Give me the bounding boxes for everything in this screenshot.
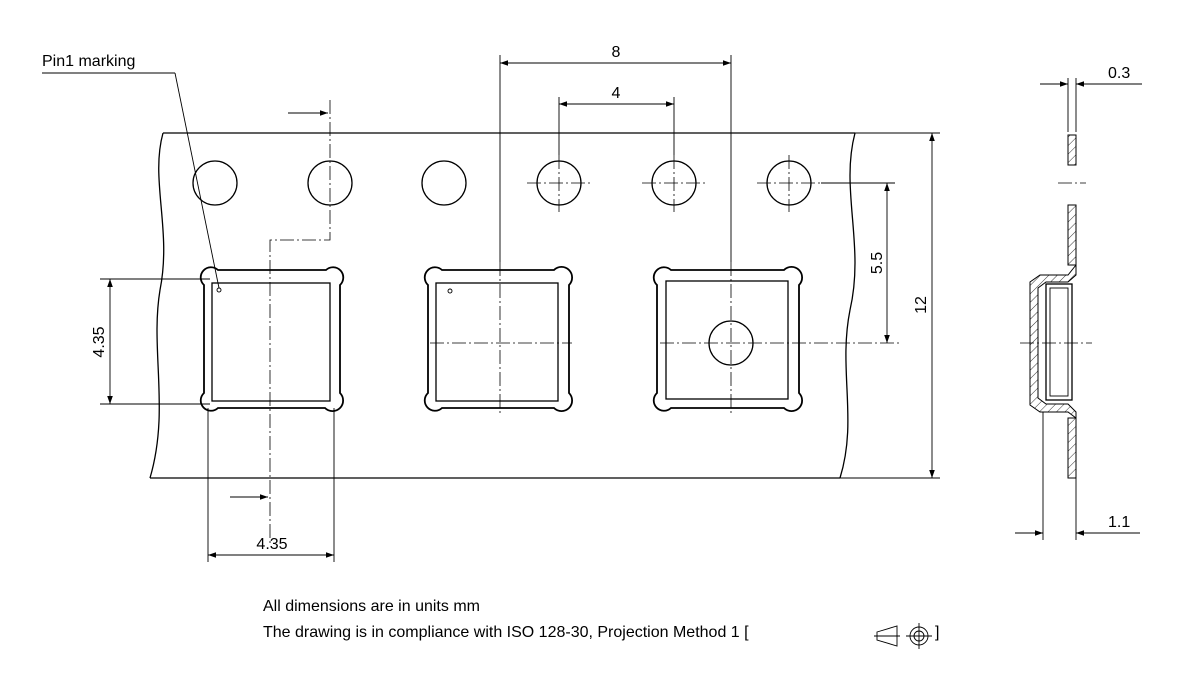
sprocket-holes [192, 160, 812, 206]
pin1-dot [447, 288, 453, 294]
note-units: All dimensions are in units mm [263, 598, 480, 615]
dim-tape-width: 12 [840, 132, 940, 479]
first-angle-projection-icon [874, 623, 932, 649]
pin1-dot [216, 287, 222, 293]
dim-12-label: 12 [913, 296, 930, 314]
dim-pocket-width: 4.35 [207, 408, 335, 562]
sprocket-centerlines [527, 155, 821, 212]
pocket-1 [199, 266, 345, 412]
dim-1-1-label: 1.1 [1108, 514, 1130, 531]
dim-8-label: 8 [612, 44, 621, 61]
dim-tape-thickness: 0.3 [1040, 65, 1142, 132]
pocket-3 [652, 266, 803, 412]
sprocket-hole [192, 160, 238, 206]
note-iso-end: ] [935, 624, 939, 641]
sprocket-hole [421, 160, 467, 206]
dim-4-35-v-label: 4.35 [91, 326, 108, 357]
dim-5-5-label: 5.5 [869, 252, 886, 274]
dim-half-pitch: 4 [558, 85, 675, 155]
dim-4-label: 4 [612, 85, 621, 102]
dim-4-35-h-label: 4.35 [256, 536, 287, 553]
dim-offset: 5.5 [821, 182, 895, 343]
pin1-label: Pin1 marking [42, 53, 135, 70]
dim-pocket-depth: 1.1 [1015, 412, 1140, 540]
dim-sprocket-pitch: 8 [499, 44, 732, 262]
pocket-2 [423, 266, 573, 412]
section-cut-line [230, 100, 331, 545]
pin1-leader: Pin1 marking [42, 53, 220, 289]
note-iso: The drawing is in compliance with ISO 12… [263, 624, 749, 641]
side-view [1020, 134, 1092, 479]
dim-0-3-label: 0.3 [1108, 65, 1130, 82]
dim-pocket-height: 4.35 [91, 278, 210, 405]
notes: All dimensions are in units mm The drawi… [263, 598, 939, 649]
pocket-centerlines [430, 262, 900, 416]
carrier-tape-outline [149, 132, 856, 479]
